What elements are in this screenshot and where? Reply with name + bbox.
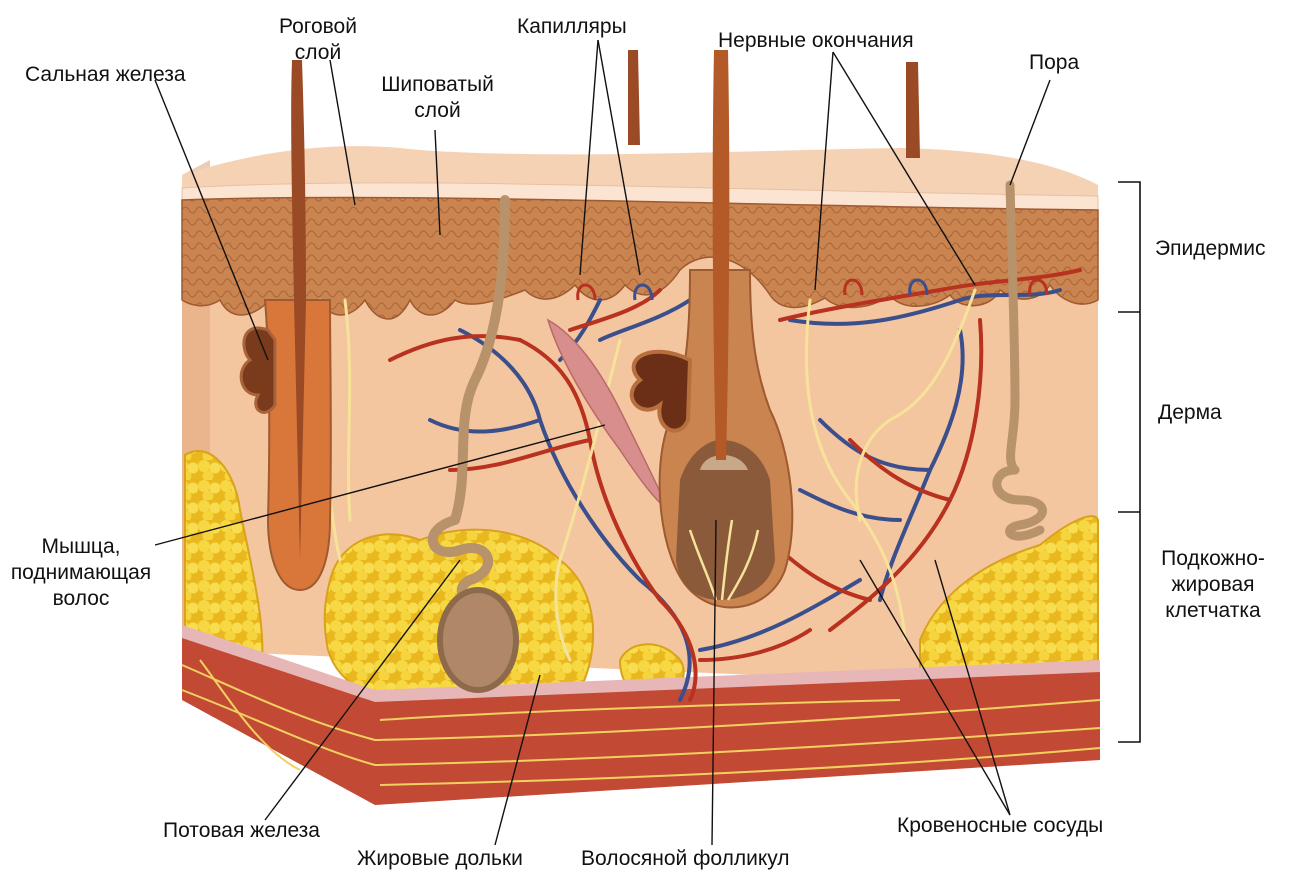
label-sebaceous-gland: Сальная железа xyxy=(25,62,186,88)
label-blood-vessels: Кровеносные сосуды xyxy=(897,813,1103,839)
label-hair-follicle: Волосяной фолликул xyxy=(581,846,790,872)
label-capillaries: Капилляры xyxy=(517,14,627,40)
label-stratum-spinosum-line2: слой xyxy=(365,98,510,124)
layer-bracket xyxy=(1118,182,1140,742)
label-fat-lobules: Жировые дольки xyxy=(357,846,523,872)
label-stratum-spinosum-line1: Шиповатый xyxy=(365,72,510,98)
hair-shaft-3 xyxy=(906,62,920,158)
label-stratum-corneum: Роговой слой xyxy=(270,14,366,66)
label-stratum-corneum-line2: слой xyxy=(270,40,366,66)
label-arrector-muscle-line3: волос xyxy=(6,586,156,612)
sweat-gland-body xyxy=(440,590,516,690)
label-hypodermis-line3: клетчатка xyxy=(1145,598,1281,624)
label-stratum-corneum-line1: Роговой xyxy=(270,14,366,40)
central-hair-shaft xyxy=(713,50,730,460)
label-dermis: Дерма xyxy=(1158,400,1222,426)
label-hypodermis: Подкожно- жировая клетчатка xyxy=(1145,546,1281,624)
label-nerve-endings: Нервные окончания xyxy=(718,28,914,54)
hair-shaft-2 xyxy=(628,50,640,145)
label-sweat-gland: Потовая железа xyxy=(163,818,320,844)
label-epidermis: Эпидермис xyxy=(1155,236,1265,262)
label-arrector-muscle-line1: Мышца, xyxy=(6,534,156,560)
label-arrector-muscle: Мышца, поднимающая волос xyxy=(6,534,156,612)
pore-duct xyxy=(1010,185,1015,470)
label-pore: Пора xyxy=(1029,50,1079,76)
label-hypodermis-line1: Подкожно- xyxy=(1145,546,1281,572)
label-hypodermis-line2: жировая xyxy=(1145,572,1281,598)
label-arrector-muscle-line2: поднимающая xyxy=(6,560,156,586)
label-stratum-spinosum: Шиповатый слой xyxy=(365,72,510,124)
